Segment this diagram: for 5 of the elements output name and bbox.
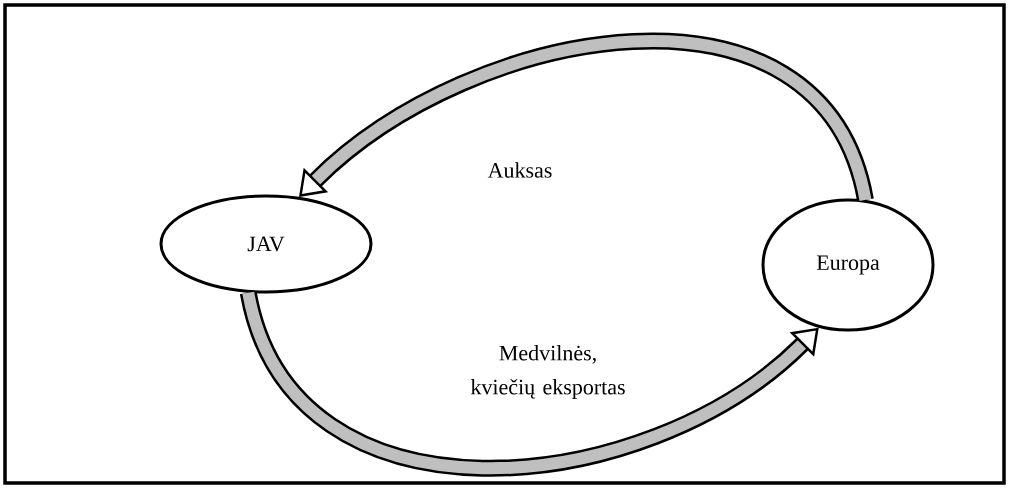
ellipse-node: JAV (159, 194, 373, 294)
edge-label: Medvilnės, kviečių eksportas (470, 345, 625, 399)
curved-arrow (240, 290, 819, 477)
ellipse-node: Europa (761, 198, 935, 332)
edge-label: Auksas (487, 162, 552, 178)
